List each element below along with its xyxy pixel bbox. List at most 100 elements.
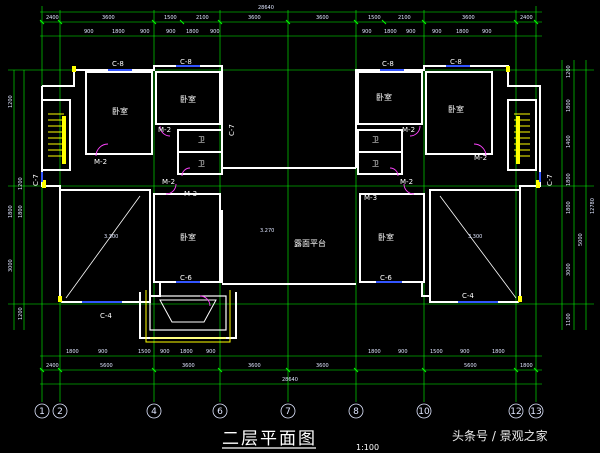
tag-c7-1: C-7 xyxy=(32,174,40,186)
dim-bdetail-2: 900 xyxy=(98,349,108,355)
dim-detail-8: 1800 xyxy=(384,29,397,35)
dim-detail-10: 900 xyxy=(432,29,442,35)
axis-markers xyxy=(34,403,544,419)
dim-bottom-5: 3600 xyxy=(316,363,329,369)
drawing-title: 二层平面图 xyxy=(222,429,317,449)
dim-bdetail-9: 1500 xyxy=(430,349,443,355)
axis-label-1: 1 xyxy=(39,407,45,417)
dim-top-5: 3600 xyxy=(248,15,261,21)
tag-m2-4: M-2 xyxy=(402,126,415,134)
tag-c7-2: C-7 xyxy=(546,174,554,186)
dim-right-8: 3000 xyxy=(566,263,572,276)
dim-detail-6: 900 xyxy=(210,29,220,35)
dim-bottom-7: 1800 xyxy=(520,363,533,369)
dim-bdetail-11: 1800 xyxy=(492,349,505,355)
bedroom-label-left-1: 卧室 xyxy=(112,106,128,116)
dim-left-1: 1200 xyxy=(8,95,14,108)
dim-bdetail-10: 900 xyxy=(460,349,470,355)
dim-top-9: 3600 xyxy=(462,15,475,21)
dim-right-9: 1100 xyxy=(566,313,572,326)
dim-bdetail-7: 1800 xyxy=(368,349,381,355)
watermark: 头条号 / 景观之家 xyxy=(452,428,548,443)
tag-c8-1: C-8 xyxy=(112,60,124,68)
dim-left-2: 3000 xyxy=(8,259,14,272)
bedroom-label-right-2: 卧室 xyxy=(448,104,464,114)
washroom-label-left-2: 卫 xyxy=(198,160,205,168)
axis-label-4: 4 xyxy=(151,407,157,417)
dim-top-10: 2400 xyxy=(520,15,533,21)
terrace-label: 露面平台 xyxy=(294,238,326,248)
bedroom-label-left-2: 卧室 xyxy=(180,94,196,104)
dim-right-6: 5000 xyxy=(578,233,584,246)
washroom-label-right-2: 卫 xyxy=(372,160,379,168)
tag-c4-1: C-4 xyxy=(100,312,112,320)
dim-bottom-1: 2400 xyxy=(46,363,59,369)
dim-detail-2: 1800 xyxy=(112,29,125,35)
overall-width-label: 28640 xyxy=(258,5,274,11)
dim-bottom-6: 5600 xyxy=(464,363,477,369)
tag-m3-1: M-3 xyxy=(184,190,197,198)
dim-detail-5: 1800 xyxy=(186,29,199,35)
axis-label-13: 13 xyxy=(530,407,541,417)
dim-bottom-overall: 28640 xyxy=(282,377,298,383)
dim-bdetail-3: 1500 xyxy=(138,349,151,355)
washroom-label-right-1: 卫 xyxy=(372,136,379,144)
doors xyxy=(95,125,487,307)
windows xyxy=(41,65,541,303)
dim-top-1: 2400 xyxy=(46,15,59,21)
dim-left-5: 1800 xyxy=(18,205,24,218)
tag-m2-6: M-2 xyxy=(474,154,487,162)
dim-bdetail-5: 1800 xyxy=(180,349,193,355)
tag-c8-3: C-8 xyxy=(382,60,394,68)
dim-bdetail-8: 900 xyxy=(398,349,408,355)
stair-handrail xyxy=(42,66,540,302)
dim-top-4: 2100 xyxy=(196,15,209,21)
dim-right-4: 1800 xyxy=(566,173,572,186)
dim-bdetail-6: 900 xyxy=(206,349,216,355)
tag-m2-5: M-2 xyxy=(400,178,413,186)
tag-m2-3: M-2 xyxy=(162,178,175,186)
tag-m2-1: M-2 xyxy=(94,158,107,166)
stair-diagonals xyxy=(65,195,517,299)
washroom-label-left-1: 卫 xyxy=(198,136,205,144)
dim-right-1: 1200 xyxy=(566,65,572,78)
tag-m2-2: M-2 xyxy=(158,126,171,134)
dim-top-6: 3600 xyxy=(316,15,329,21)
bedroom-label-right-3: 卧室 xyxy=(378,232,394,242)
bedroom-label-left-3: 卧室 xyxy=(180,232,196,242)
dim-bdetail-4: 900 xyxy=(160,349,170,355)
elevation-right: 3.300 xyxy=(468,234,482,240)
tag-c4-2: C-4 xyxy=(462,292,474,300)
dim-detail-11: 1800 xyxy=(456,29,469,35)
axis-label-10: 10 xyxy=(418,407,430,417)
tag-c7-3: C-7 xyxy=(228,124,236,136)
dim-detail-4: 900 xyxy=(166,29,176,35)
axis-label-7: 7 xyxy=(285,407,291,417)
dim-right-2: 1800 xyxy=(566,99,572,112)
dim-left-4: 1200 xyxy=(18,177,24,190)
dim-top-7: 1500 xyxy=(368,15,381,21)
dim-right-5: 12780 xyxy=(590,198,596,214)
bedroom-label-right-1: 卧室 xyxy=(376,92,392,102)
elevation-left: 3.300 xyxy=(104,234,118,240)
axis-labels: 1 2 4 6 7 8 10 12 13 xyxy=(39,407,542,417)
dim-top-2: 3600 xyxy=(102,15,115,21)
elevation-terrace: 3.270 xyxy=(260,228,274,234)
dim-left-6: 1200 xyxy=(18,307,24,320)
drawing-scale: 1:100 xyxy=(356,443,379,452)
dim-detail-1: 900 xyxy=(84,29,94,35)
dim-right-3: 1400 xyxy=(566,135,572,148)
dim-top-3: 1500 xyxy=(164,15,177,21)
tag-c6-1: C-6 xyxy=(180,274,192,282)
stair-treads xyxy=(48,113,530,157)
dim-detail-7: 900 xyxy=(362,29,372,35)
axis-label-8: 8 xyxy=(353,407,359,417)
tag-c6-2: C-6 xyxy=(380,274,392,282)
dim-detail-9: 900 xyxy=(406,29,416,35)
axis-label-12: 12 xyxy=(510,407,521,417)
walls xyxy=(41,65,541,339)
tag-m3-2: M-3 xyxy=(364,194,377,202)
tag-c8-2: C-8 xyxy=(180,58,192,66)
